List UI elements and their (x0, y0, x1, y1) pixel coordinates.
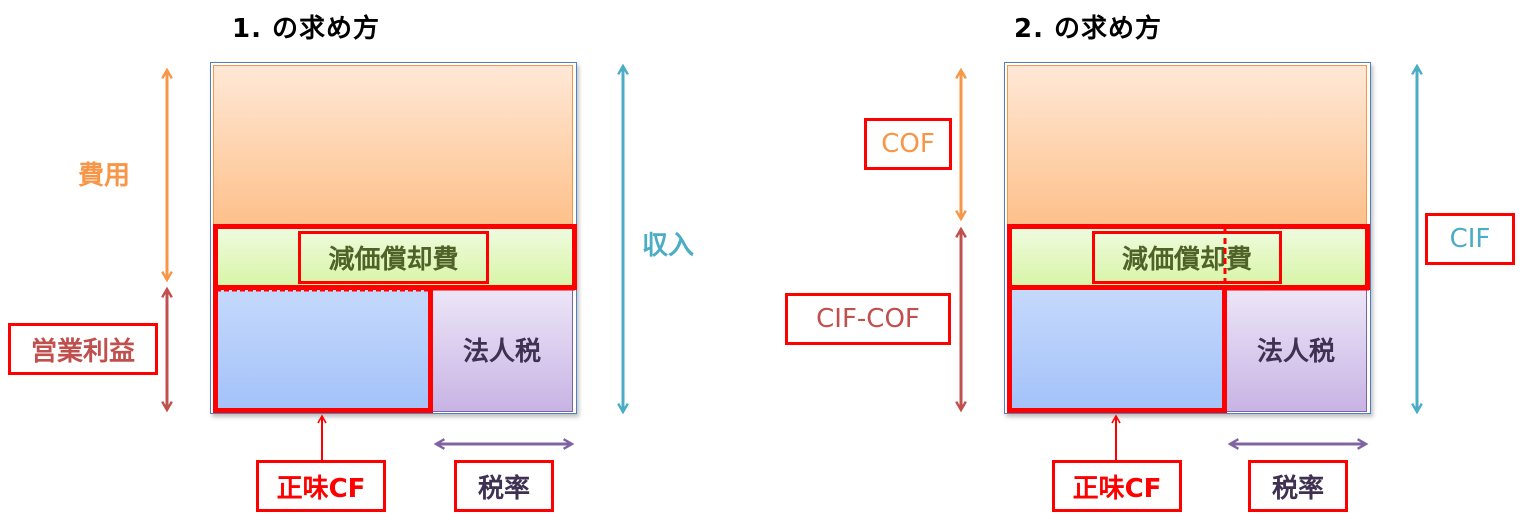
diagram-2-depreciation-block (1007, 227, 1367, 287)
diagram-1-tax-rate-label: 税率 (454, 460, 554, 512)
diagram-1-revenue-label: 収入 (642, 231, 695, 261)
diagram-1-depreciation-label: 減価償却費 (298, 231, 489, 284)
diagram-1-operating-profit-label: 営業利益 (8, 323, 158, 375)
diagram-1-net-block (213, 287, 431, 412)
diagram-2-cof-label: COF (864, 118, 952, 170)
diagram-2-tax-rate-label: 税率 (1248, 460, 1348, 512)
diagram-2-depreciation-label: 減価償却費 (1092, 231, 1282, 284)
diagram-1-cost-label: 費用 (78, 161, 131, 191)
diagram-2-depreciation-highlight (1007, 224, 1370, 290)
diagram-2-cif-label: CIF (1425, 213, 1515, 265)
diagram-2-cost-block (1007, 65, 1367, 227)
diagram-1-tax-label: 法人税 (462, 337, 541, 367)
diagram-1-net-cf-label: 正味CF (256, 460, 386, 512)
diagram-2-tax-label: 法人税 (1256, 337, 1335, 367)
diagram-2-cif-minus-cof-label: CIF-COF (785, 293, 951, 345)
diagram-2-net-cf-label: 正味CF (1052, 460, 1182, 512)
diagram-1-depreciation-highlight (213, 224, 577, 290)
diagram-2-title: 2. の求め方 (1014, 14, 1163, 44)
diagram-1-title: 1. の求め方 (232, 14, 381, 44)
diagram-2-net-block (1007, 287, 1225, 412)
diagram-1-cost-block (213, 65, 573, 227)
